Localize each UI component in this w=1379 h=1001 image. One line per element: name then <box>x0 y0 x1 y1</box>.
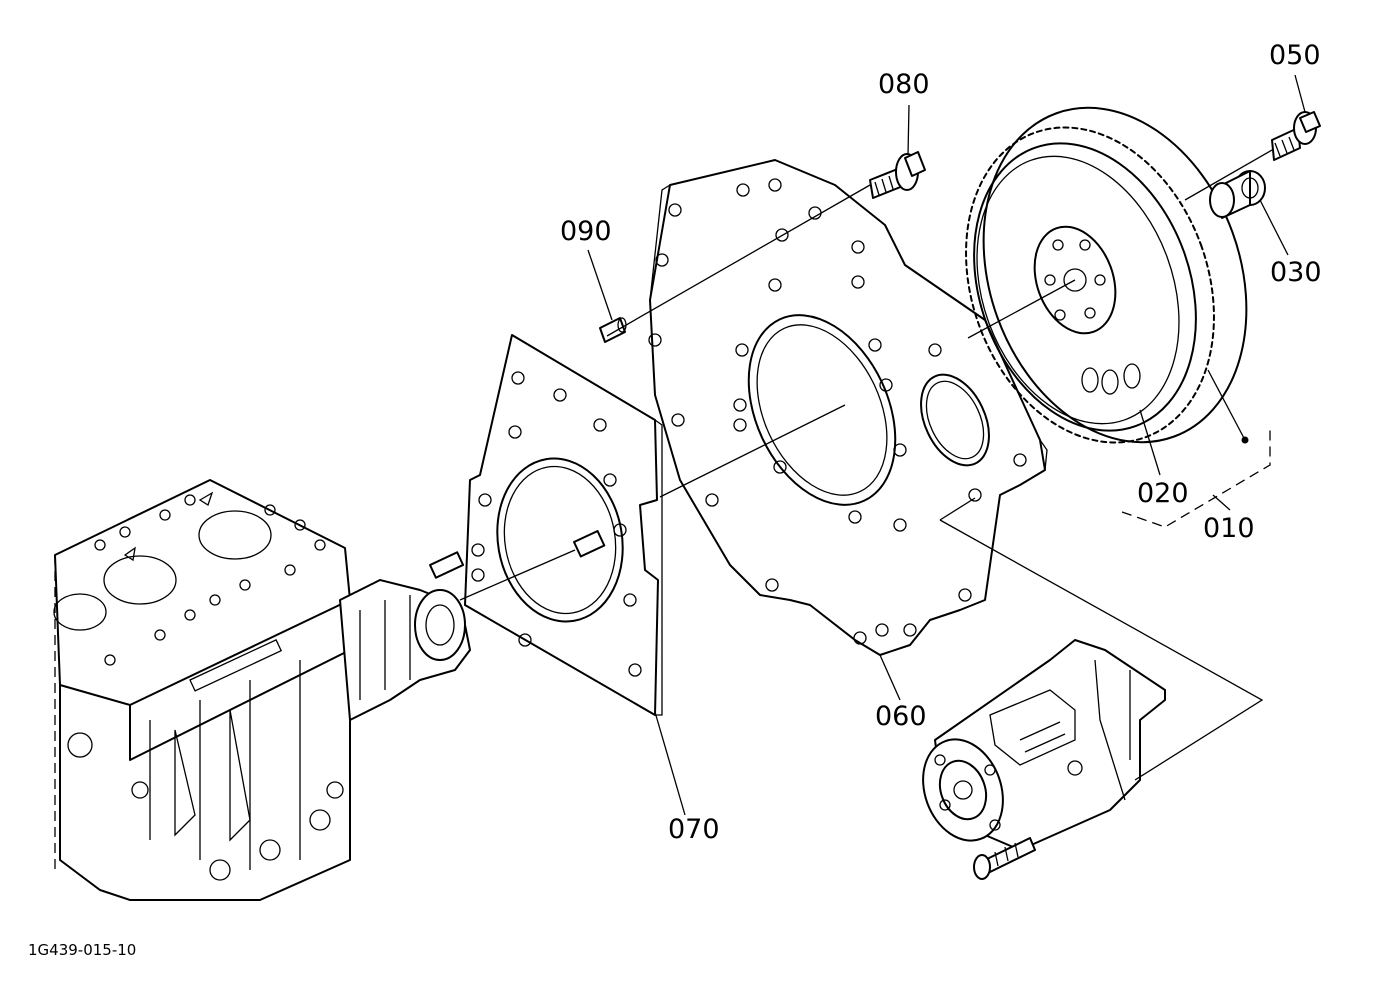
part-090-dowel-pin <box>599 317 627 343</box>
part-labels: 080 050 090 030 020 010 060 070 1G439-01… <box>28 40 1322 959</box>
label-030: 030 <box>1270 257 1322 288</box>
leader-lines <box>587 74 1306 816</box>
label-010: 010 <box>1203 513 1255 544</box>
assembly-lines <box>459 149 1273 781</box>
part-050-bolt <box>1271 111 1321 161</box>
part-060-housing-plate <box>648 159 1048 656</box>
label-080: 080 <box>878 69 930 100</box>
crankshaft <box>339 551 471 721</box>
label-020: 020 <box>1137 478 1189 509</box>
engine-block <box>53 479 351 901</box>
assembly-bracket-010 <box>1121 430 1271 528</box>
label-050: 050 <box>1269 40 1321 71</box>
part-080-bolt <box>869 151 926 199</box>
label-060: 060 <box>875 701 927 732</box>
starter-motor <box>922 639 1166 880</box>
label-090: 090 <box>560 216 612 247</box>
part-070-gasket <box>464 334 663 716</box>
part-020-flywheel <box>965 106 1248 444</box>
drawing-reference: 1G439-015-10 <box>28 941 136 959</box>
label-070: 070 <box>668 814 720 845</box>
part-030-bushing <box>1209 170 1266 219</box>
